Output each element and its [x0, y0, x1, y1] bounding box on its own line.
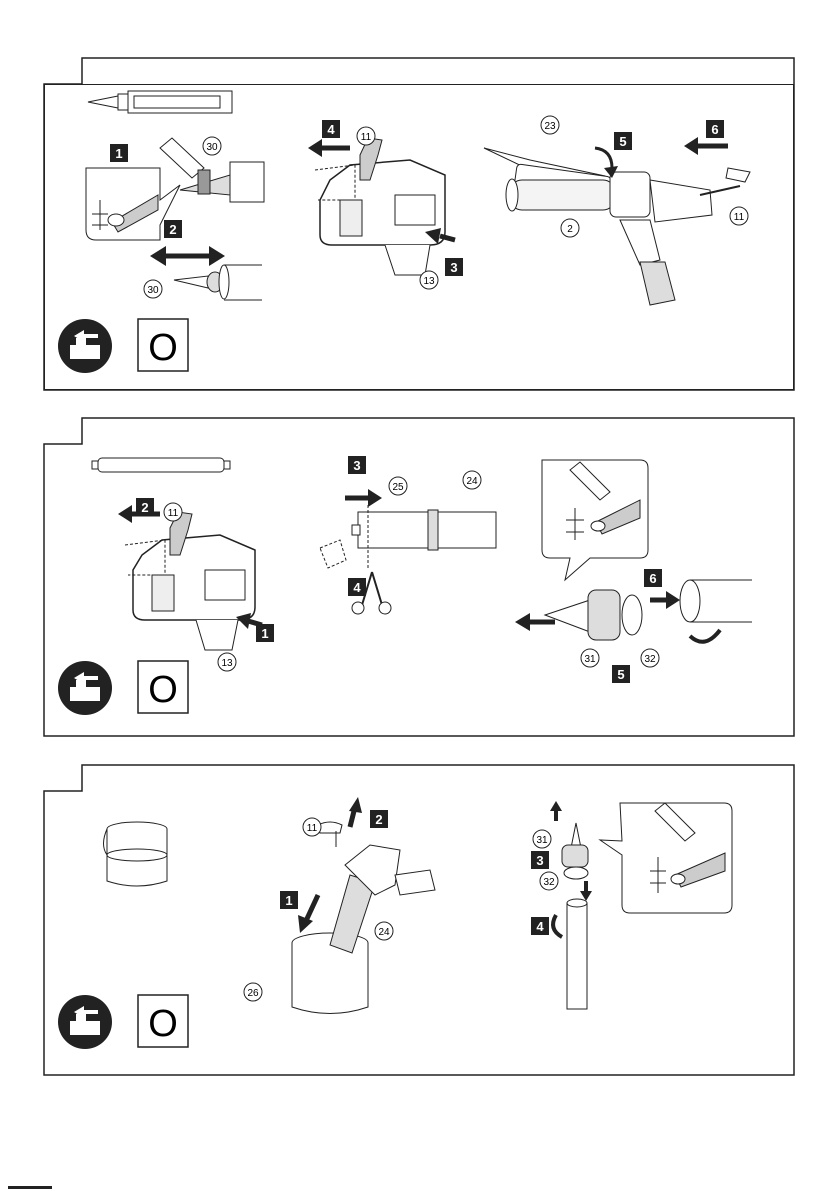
nozzle-cut-callout	[600, 803, 732, 913]
caulking-gun-release-illustration	[308, 138, 455, 275]
indicator-letter: O	[148, 669, 178, 711]
part-ref-number: 11	[168, 508, 179, 519]
step-badge: 3	[445, 258, 463, 276]
step-number: 5	[619, 134, 626, 149]
part-ref-number: 13	[423, 276, 435, 287]
part-ref: 30	[144, 280, 162, 298]
cartridge-tube-illustration	[88, 91, 232, 113]
step-badge: 2	[370, 810, 388, 828]
part-ref: 30	[203, 137, 221, 155]
step-badge: 3	[348, 456, 366, 474]
nozzle-trim-illustration	[150, 246, 262, 300]
section-1-illustrations: 1 2 4 3 5 6 30 30 11 13 23 2 11 O	[0, 0, 840, 400]
step-badge: 1	[110, 144, 128, 162]
step-number: 4	[327, 122, 335, 137]
part-ref: 11	[357, 127, 375, 145]
part-ref-number: 30	[147, 285, 159, 296]
indicator-letter: O	[148, 1003, 178, 1045]
nozzle-assembly-illustration	[515, 580, 752, 642]
step-number: 1	[115, 146, 122, 161]
step-number: 2	[375, 812, 382, 827]
step-badge: 4	[348, 578, 366, 596]
sausage-cut-illustration	[320, 489, 496, 614]
part-ref: 31	[533, 830, 551, 848]
part-ref-number: 11	[307, 823, 318, 834]
part-ref-number: 31	[584, 654, 596, 665]
part-ref-number: 23	[544, 121, 556, 132]
part-ref: 11	[730, 207, 748, 225]
step-badge: 2	[164, 220, 182, 238]
caulking-gun-load-illustration	[484, 137, 750, 305]
step-number: 3	[450, 260, 457, 275]
page-corner-mark	[8, 1186, 52, 1189]
caulking-gun-release-illustration	[118, 505, 262, 650]
part-ref-number: 11	[734, 212, 745, 223]
step-badge: 1	[256, 624, 274, 642]
indicator-letter: O	[148, 327, 178, 369]
part-ref-number: 25	[392, 482, 404, 493]
part-ref: 26	[244, 983, 262, 1001]
step-badge: 5	[612, 665, 630, 683]
part-ref-number: 11	[361, 132, 372, 143]
remove-battery-icon	[58, 319, 112, 373]
nozzle-cut-callout	[542, 460, 648, 580]
step-badge: 5	[614, 132, 632, 150]
part-ref-number: 32	[644, 654, 656, 665]
step-number: 4	[536, 919, 544, 934]
step-number: 2	[169, 222, 176, 237]
paint-can-illustration	[104, 822, 168, 886]
step-number: 5	[617, 667, 624, 682]
sausage-pack-illustration	[92, 458, 230, 472]
step-badge: 4	[531, 917, 549, 935]
part-ref-number: 2	[567, 224, 573, 235]
step-badge: 4	[322, 120, 340, 138]
part-ref: 24	[375, 922, 393, 940]
part-ref-number: 32	[543, 877, 555, 888]
step-badge: 2	[136, 498, 154, 516]
step-badge: 6	[706, 120, 724, 138]
step-number: 4	[353, 580, 361, 595]
part-ref: 31	[581, 649, 599, 667]
step-number: 2	[141, 500, 148, 515]
section-2-illustrations: 2 1 3 4 6 5 11 13 25 24 31 32 O	[0, 400, 840, 745]
part-ref: 23	[541, 116, 559, 134]
step-badge: 6	[644, 569, 662, 587]
part-ref: 13	[420, 271, 438, 289]
part-ref-number: 30	[206, 142, 218, 153]
step-number: 3	[536, 853, 543, 868]
remove-battery-icon	[58, 995, 112, 1049]
nozzle-remove-illustration	[550, 801, 592, 1009]
step-number: 1	[261, 626, 268, 641]
part-ref: 2	[561, 219, 579, 237]
part-ref-number: 24	[378, 927, 390, 938]
step-badge: 3	[531, 851, 549, 869]
part-ref-number: 31	[536, 835, 548, 846]
step-badge: 1	[280, 891, 298, 909]
step-number: 6	[711, 122, 718, 137]
part-ref-number: 26	[247, 988, 259, 999]
part-ref: 11	[164, 503, 182, 521]
part-ref: 32	[641, 649, 659, 667]
remove-battery-icon	[58, 661, 112, 715]
part-ref-number: 13	[221, 658, 233, 669]
step-number: 1	[285, 893, 292, 908]
part-ref: 13	[218, 653, 236, 671]
step-number: 6	[649, 571, 656, 586]
part-ref: 32	[540, 872, 558, 890]
part-ref-number: 24	[466, 476, 478, 487]
part-ref: 24	[463, 471, 481, 489]
step-number: 3	[353, 458, 360, 473]
part-ref: 11	[303, 818, 321, 836]
section-3-illustrations: 2 1 3 4 11 24 26 31 32 O	[0, 745, 840, 1090]
part-ref: 25	[389, 477, 407, 495]
